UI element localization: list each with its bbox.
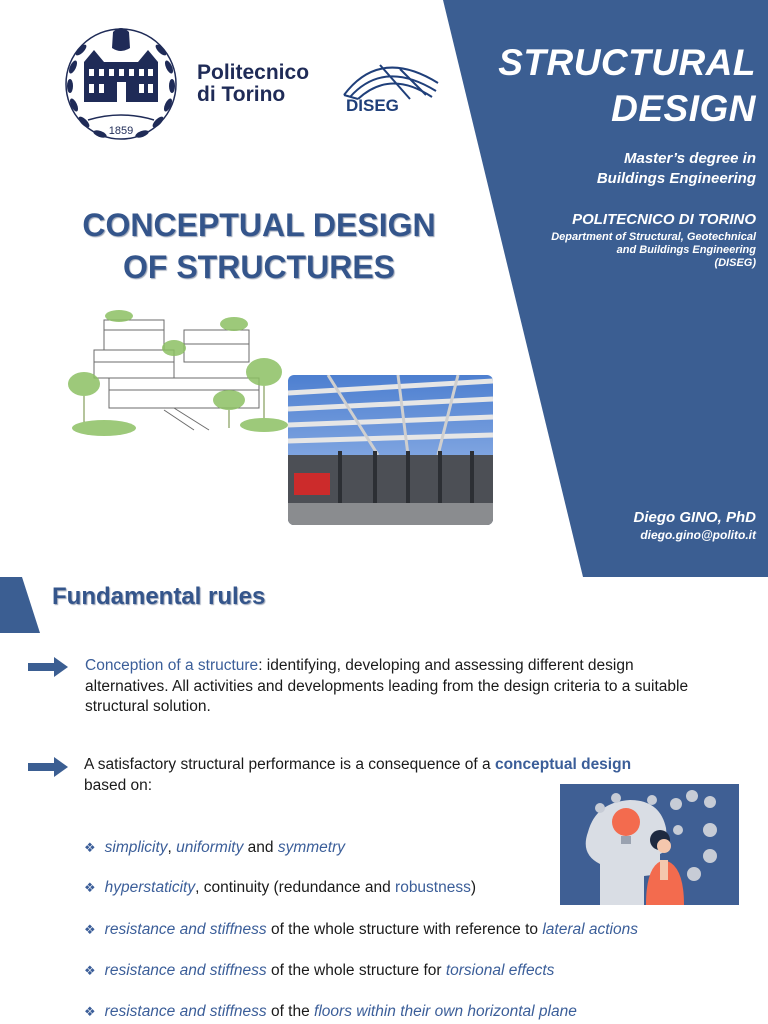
point-conception-line2: alternatives. All activities and develop… bbox=[85, 677, 689, 695]
architectural-sketch-image bbox=[64, 300, 292, 445]
politecnico-seal-logo: 1859 bbox=[65, 28, 177, 140]
author-name: Diego GINO, PhD bbox=[633, 509, 756, 526]
main-title: CONCEPTUAL DESIGN OF STRUCTURES bbox=[44, 204, 474, 288]
bullet-term: floors within their own horizontal plane bbox=[314, 1003, 577, 1020]
diamond-bullet-icon: ❖ bbox=[84, 1004, 96, 1019]
department-text: Department of Structural, Geotechnical a… bbox=[551, 231, 756, 270]
main-title-line2: OF STRUCTURES bbox=[123, 249, 395, 285]
course-title-line2: DESIGN bbox=[611, 88, 756, 129]
title-tab-shape bbox=[0, 577, 40, 633]
bullet-text: of the whole structure with reference to bbox=[266, 921, 543, 938]
point-performance-line2: based on: bbox=[84, 776, 153, 794]
bullet-torsional-effects: ❖ resistance and stiffness of the whole s… bbox=[84, 961, 554, 981]
author-email[interactable]: diego.gino@polito.it bbox=[640, 528, 756, 542]
bullet-text: , bbox=[167, 839, 177, 856]
thinking-person-illustration bbox=[560, 784, 739, 905]
bullet-floors-plane: ❖ resistance and stiffness of the floors … bbox=[84, 1002, 577, 1022]
point-conception: Conception of a structure: identifying, … bbox=[85, 656, 755, 718]
degree-line1: Master’s degree in bbox=[623, 150, 756, 167]
blue-diagonal-panel bbox=[443, 0, 768, 577]
bullet-text: ) bbox=[470, 879, 477, 896]
content-slide: Fundamental rules Conception of a struct… bbox=[0, 577, 768, 1024]
svg-text:DISEG: DISEG bbox=[346, 96, 399, 115]
conception-term: Conception of a structure bbox=[85, 657, 259, 674]
conception-line1-rest: : identifying, developing and assessing … bbox=[258, 657, 634, 674]
diamond-bullet-icon: ❖ bbox=[84, 880, 96, 895]
bullet-term: hyperstaticity bbox=[104, 879, 196, 896]
university-name-line1: Politecnico bbox=[197, 61, 310, 84]
bullet-term: resistance and stiffness bbox=[104, 962, 267, 979]
diamond-bullet-icon: ❖ bbox=[84, 840, 96, 855]
right-arrow-icon bbox=[28, 657, 68, 677]
bullet-term: uniformity bbox=[176, 839, 244, 856]
degree-line2: Buildings Engineering bbox=[596, 170, 756, 187]
diamond-bullet-icon: ❖ bbox=[84, 963, 96, 978]
title-slide: 1859 Politecnico di Torino DISEG CONCEPT… bbox=[44, 0, 768, 577]
conceptual-design-term: conceptual design bbox=[494, 756, 632, 773]
bullet-term: symmetry bbox=[277, 839, 345, 856]
bullet-lateral-actions: ❖ resistance and stiffness of the whole s… bbox=[84, 920, 638, 940]
bullet-term: resistance and stiffness bbox=[104, 1003, 267, 1020]
degree-text: Master’s degree in Buildings Engineering bbox=[597, 149, 756, 189]
bullet-term: lateral actions bbox=[542, 921, 638, 938]
department-line1: Department of Structural, Geotechnical bbox=[551, 231, 756, 243]
bullet-simplicity: ❖ simplicity, uniformity and symmetry bbox=[84, 838, 345, 858]
bullet-term: robustness bbox=[395, 879, 471, 896]
bullet-text: of the bbox=[266, 1003, 315, 1020]
bullet-text: , continuity (redundance and bbox=[195, 879, 396, 896]
point-performance: A satisfactory structural performance is… bbox=[84, 755, 754, 796]
course-title: STRUCTURAL DESIGN bbox=[498, 40, 756, 132]
bullet-term: torsional effects bbox=[445, 962, 555, 979]
svg-text:1859: 1859 bbox=[109, 125, 133, 137]
bullet-text: of the whole structure for bbox=[266, 962, 446, 979]
performance-line1-start: A satisfactory structural performance is… bbox=[84, 756, 495, 773]
diseg-logo: DISEG bbox=[343, 64, 439, 115]
diamond-bullet-icon: ❖ bbox=[84, 922, 96, 937]
course-title-line1: STRUCTURAL bbox=[498, 42, 756, 83]
right-arrow-icon bbox=[28, 757, 68, 777]
department-line2: and Buildings Engineering bbox=[616, 244, 756, 256]
university-name-line2: di Torino bbox=[197, 83, 286, 106]
point-performance-line1: A satisfactory structural performance is… bbox=[84, 755, 754, 776]
bullet-text: and bbox=[243, 839, 278, 856]
point-conception-line3: structural solution. bbox=[85, 698, 211, 715]
slide-title: Fundamental rules bbox=[52, 583, 266, 610]
department-line3: (DISEG) bbox=[714, 257, 756, 269]
main-title-line1: CONCEPTUAL DESIGN bbox=[82, 207, 436, 243]
point-conception-line1: Conception of a structure: identifying, … bbox=[85, 656, 755, 677]
bullet-term: simplicity bbox=[104, 839, 168, 856]
bullet-hyperstaticity: ❖ hyperstaticity, continuity (redundance … bbox=[84, 878, 476, 898]
university-name: Politecnico di Torino bbox=[197, 62, 309, 106]
institution-name: POLITECNICO DI TORINO bbox=[572, 211, 756, 228]
bullet-term: resistance and stiffness bbox=[104, 921, 267, 938]
structure-photo-image bbox=[288, 375, 493, 525]
